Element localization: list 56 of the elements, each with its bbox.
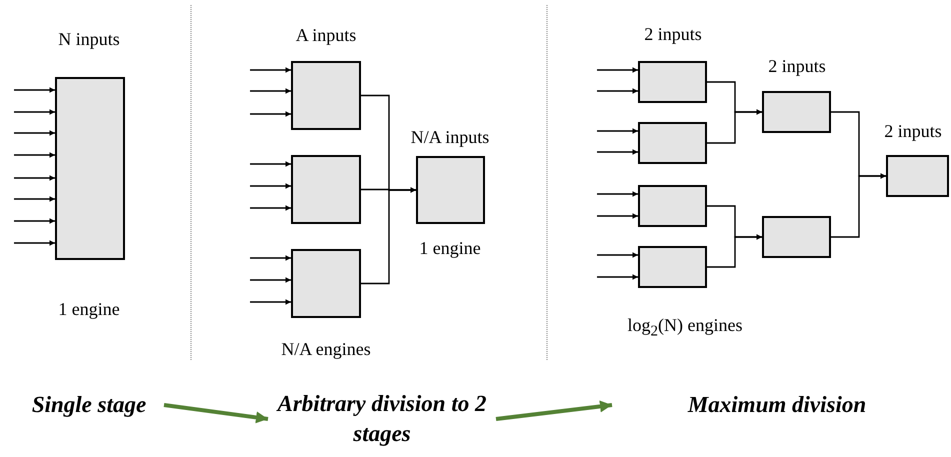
caption-text: N inputs [58, 30, 120, 50]
engine-box [55, 77, 125, 260]
arrow [250, 205, 291, 211]
caption-text: 2 inputs [644, 25, 702, 45]
arrow [250, 161, 291, 167]
arrow [164, 403, 268, 424]
arrow [250, 277, 291, 283]
engine-box [638, 185, 707, 227]
arrow [361, 187, 416, 284]
arrow [250, 111, 291, 117]
engine-box [291, 61, 361, 130]
arrow [707, 109, 762, 144]
arrow [597, 274, 638, 280]
caption-text: 2 inputs [768, 57, 826, 77]
engine-box [291, 249, 361, 318]
engine-box [762, 216, 831, 258]
arrow [597, 67, 638, 73]
arrow [707, 234, 762, 268]
engine-box [291, 155, 361, 224]
engine-box [762, 91, 831, 133]
arrow [597, 149, 638, 155]
arrow [250, 88, 291, 94]
stage-title: Maximum division [688, 391, 866, 420]
caption-text: 2 inputs [884, 122, 942, 142]
engine-box [886, 155, 949, 197]
engine-box [416, 156, 485, 224]
arrow [597, 191, 638, 197]
arrow [250, 183, 291, 189]
caption-text: N/A inputs [410, 128, 490, 148]
caption-text: 1 engine [419, 239, 481, 259]
arrow [14, 152, 55, 158]
arrow [14, 240, 55, 246]
caption-text: 1 engine [58, 300, 120, 320]
caption-text: log$_{2}$(N) engines [628, 316, 742, 340]
caption-text: N/A engines [281, 340, 371, 360]
arrow [14, 130, 55, 136]
arrow [14, 87, 55, 93]
arrow [597, 128, 638, 134]
stage-title: Single stage [32, 391, 146, 420]
arrow [14, 109, 55, 115]
arrow [831, 173, 886, 238]
stage-title: Arbitrary division to 2 stages [275, 390, 488, 448]
arrow [250, 255, 291, 261]
arrow [597, 252, 638, 258]
arrow [14, 175, 55, 181]
caption-text: A inputs [296, 26, 356, 46]
engine-box [638, 61, 707, 103]
arrow [14, 218, 55, 224]
arrow [496, 400, 612, 421]
arrow [250, 299, 291, 305]
engine-box [638, 246, 707, 288]
engine-box [638, 122, 707, 164]
arrow [250, 67, 291, 73]
arrow [597, 213, 638, 219]
arrow [14, 196, 55, 202]
arrow [597, 88, 638, 94]
